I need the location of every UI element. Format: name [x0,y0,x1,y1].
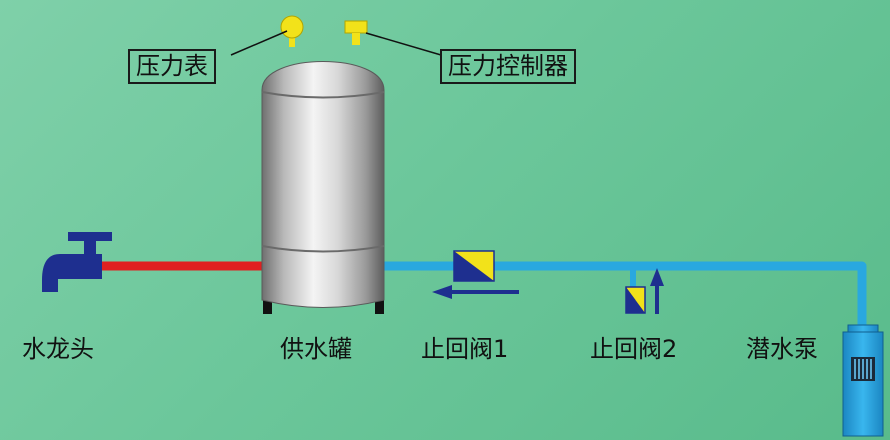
gauge-leader-line [230,30,288,56]
check-valve-2-icon [625,286,646,314]
pressure-controller-icon [344,20,368,45]
tank-label: 供水罐 [280,335,352,363]
faucet-label: 水龙头 [22,335,94,363]
tank-seam-top [261,91,385,99]
check-valve-1-label: 止回阀1 [421,335,509,363]
flow-arrow-left-icon [432,285,519,299]
submersible-pump-label: 潜水泵 [746,335,818,363]
check-valve-2-label: 止回阀2 [590,335,678,363]
submersible-pump-icon [842,324,884,437]
pressure-gauge-icon [280,15,304,47]
tank-body [261,61,385,308]
pressure-gauge-label: 压力表 [128,49,216,84]
faucet-icon [42,232,112,292]
flow-arrow-up-icon [650,268,664,314]
water-pipe [378,261,867,325]
controller-leader-line [365,32,442,56]
pressure-controller-label: 压力控制器 [440,49,576,84]
check-valve-1-icon [453,250,495,282]
tank-seam-bottom [261,245,385,253]
